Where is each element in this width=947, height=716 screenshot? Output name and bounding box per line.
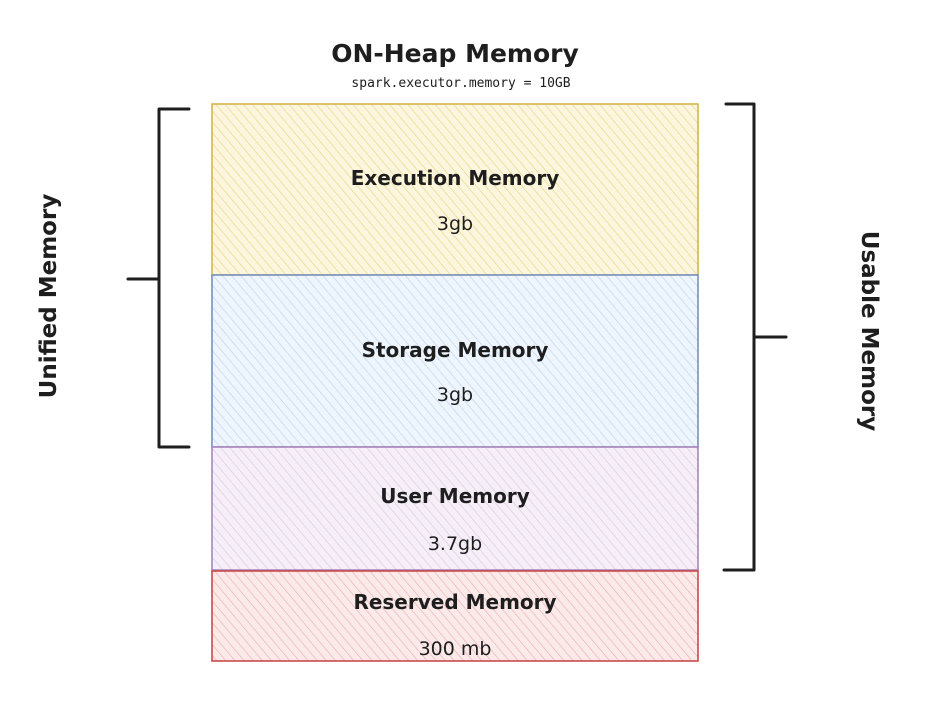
user-memory-label: User Memory — [380, 484, 529, 508]
execution-memory-block: Execution Memory 3gb — [211, 103, 699, 276]
usable-memory-bracket — [722, 102, 788, 572]
user-memory-size: 3.7gb — [428, 533, 482, 555]
storage-memory-label: Storage Memory — [362, 338, 549, 362]
diagram-subtitle: spark.executor.memory = 10GB — [351, 76, 570, 91]
reserved-memory-block: Reserved Memory 300 mb — [211, 570, 699, 662]
reserved-memory-size: 300 mb — [419, 638, 492, 660]
execution-memory-size: 3gb — [437, 213, 473, 235]
reserved-memory-label: Reserved Memory — [353, 590, 556, 614]
unified-memory-label: Unified Memory — [36, 194, 62, 399]
usable-memory-label: Usable Memory — [856, 231, 882, 431]
storage-memory-size: 3gb — [437, 384, 473, 406]
storage-memory-block: Storage Memory 3gb — [211, 274, 699, 448]
diagram-title: ON-Heap Memory — [331, 39, 579, 68]
user-memory-block: User Memory 3.7gb — [211, 446, 699, 571]
execution-memory-label: Execution Memory — [351, 166, 560, 190]
unified-memory-bracket — [126, 107, 191, 449]
